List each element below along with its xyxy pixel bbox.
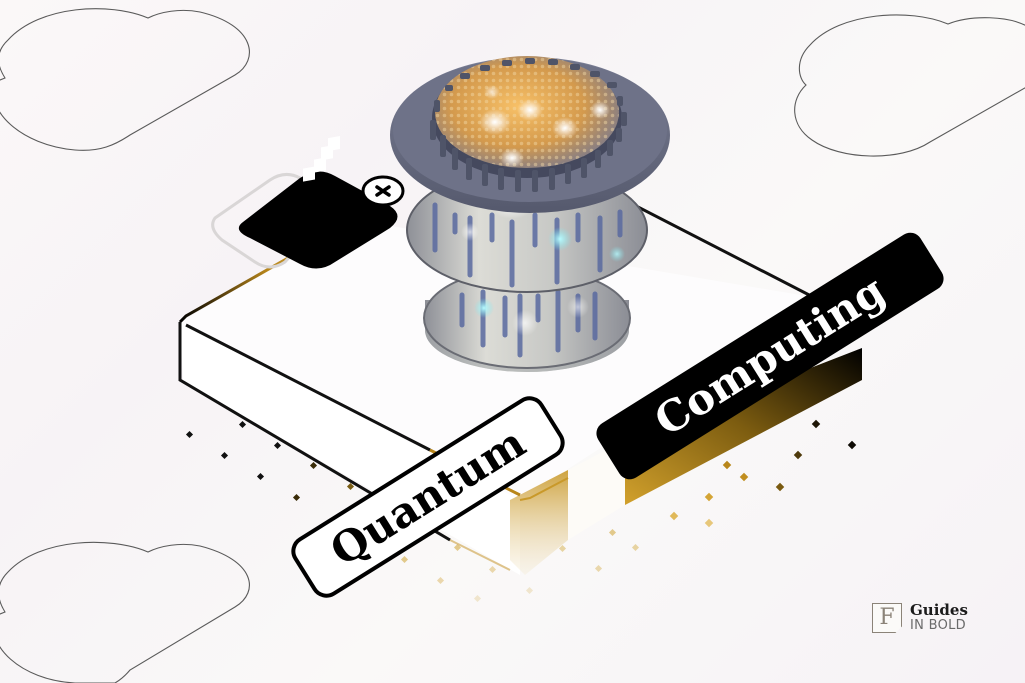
zigzag-badge <box>211 136 405 269</box>
dot-grid-left <box>185 420 355 502</box>
cloud-top-left <box>0 8 250 151</box>
chip-pins <box>430 58 627 192</box>
close-icon <box>361 175 405 207</box>
brand-title: Guides <box>910 601 968 620</box>
cloud-bottom-left <box>0 541 250 683</box>
dot-grid-right <box>669 419 857 528</box>
guides-in-bold-logo: F Guides IN BOLD <box>872 603 968 633</box>
zigzag-icon <box>303 136 340 182</box>
quantum-chip <box>390 56 670 372</box>
cloud-top-right <box>794 14 1025 157</box>
brand-subtitle: IN BOLD <box>910 618 966 634</box>
brand-f-icon: F <box>872 603 902 633</box>
